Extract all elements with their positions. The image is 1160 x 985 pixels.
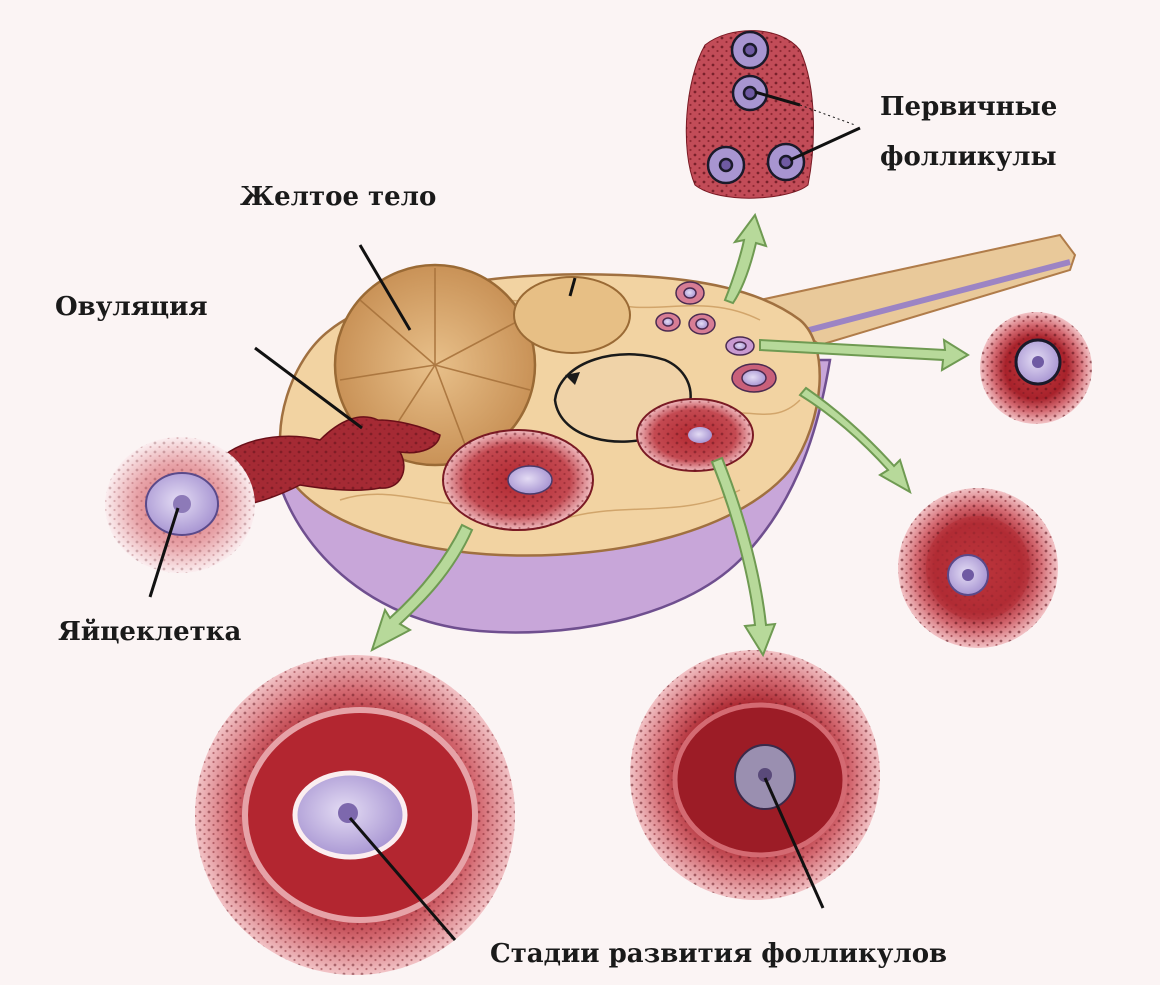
primary-follicles-label-line2: фолликулы xyxy=(880,142,1057,172)
primary-follicles-label-line1: Первичные xyxy=(880,92,1057,122)
follicle-stage-large-left xyxy=(195,655,515,975)
egg-cell-label: Яйцеклетка xyxy=(58,617,241,647)
primary-follicles-cluster xyxy=(686,31,813,199)
released-egg-cell xyxy=(105,437,255,573)
follicle-stages-label: Стадии развития фолликулов xyxy=(490,939,947,969)
follicle-stage-small xyxy=(980,312,1092,424)
follicle-stage-large-right xyxy=(630,650,880,900)
corpus-luteum-label: Желтое тело xyxy=(240,182,436,212)
ovulation-label: Овуляция xyxy=(55,292,208,322)
follicle-stage-medium xyxy=(898,488,1058,648)
